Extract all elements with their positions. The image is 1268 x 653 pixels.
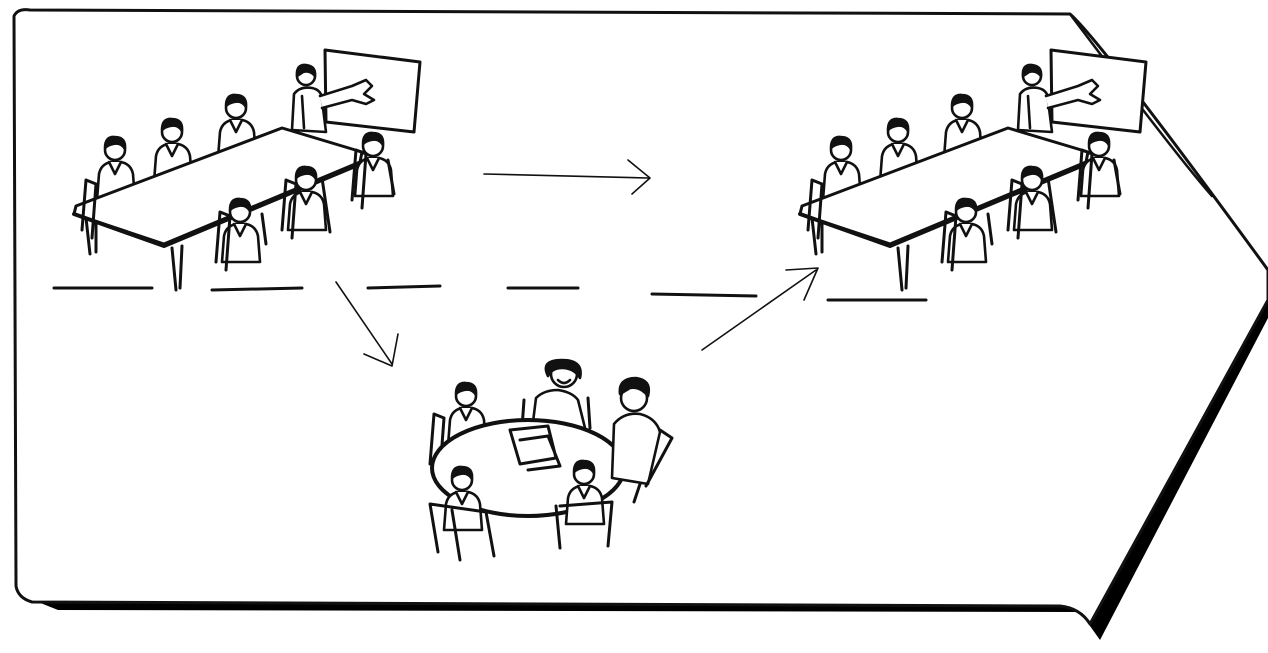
process-diagram [0,0,1268,653]
sketch-canvas [0,0,1268,653]
